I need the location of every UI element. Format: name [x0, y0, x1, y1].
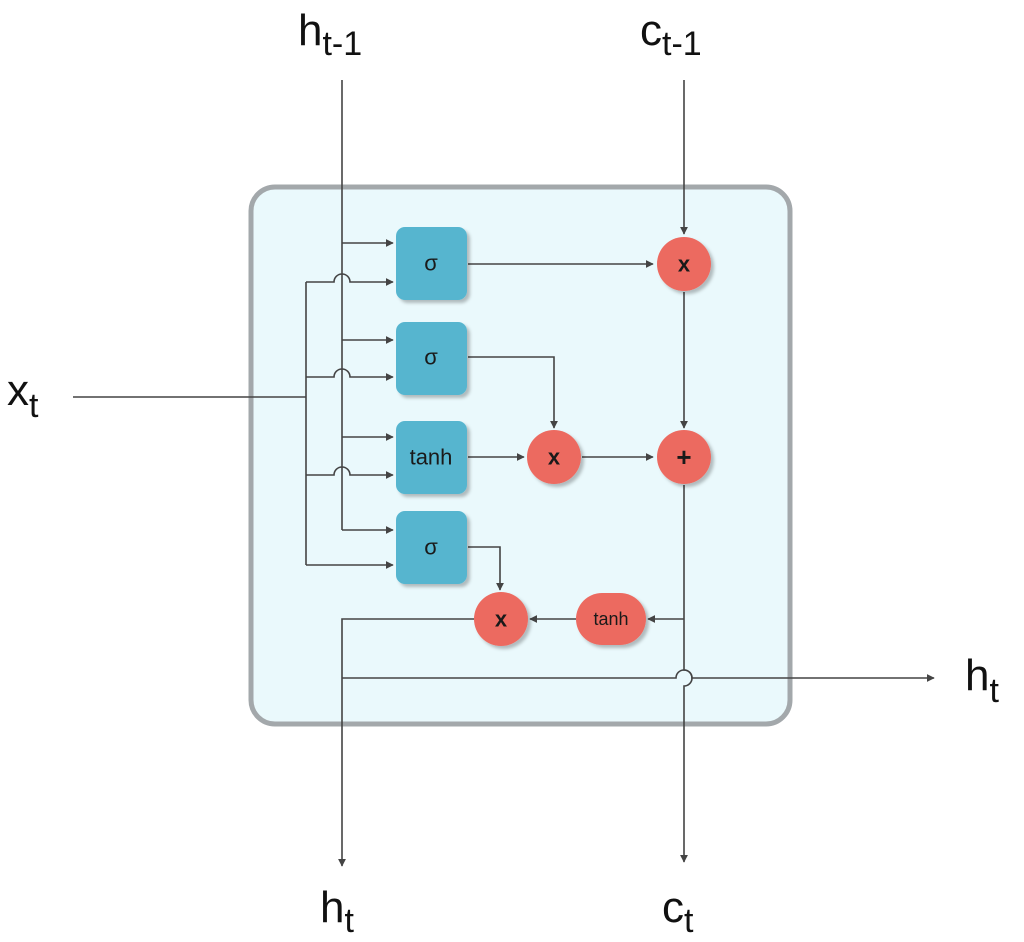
- h-out-wire: [338, 618, 474, 867]
- cell-tanh-node: [576, 593, 646, 645]
- c-prev-label: ct-1: [640, 6, 702, 63]
- h-t-bottom-label: ht: [320, 883, 354, 940]
- x-to-candidate-wire: [306, 466, 394, 479]
- forget-multiply-node: [657, 237, 711, 291]
- output-gate: [396, 511, 467, 584]
- candidate-gate-label: tanh: [410, 445, 453, 470]
- output-multiply-label: x: [495, 607, 508, 632]
- output-multiply-node: [474, 592, 528, 646]
- cell-tanh-label: tanh: [593, 609, 628, 629]
- forget-gate: [396, 227, 467, 300]
- output-to-mul-wire: [468, 546, 504, 591]
- input-gate-label: σ: [424, 345, 438, 370]
- input-multiply-node: [527, 430, 581, 484]
- forget-gate-label: σ: [424, 251, 438, 276]
- cell-add-label: +: [676, 442, 691, 472]
- h-prev-label: ht-1: [298, 6, 362, 63]
- input-gate: [396, 322, 467, 395]
- output-gate-label: σ: [424, 535, 438, 560]
- x-t-label: xt: [7, 366, 39, 425]
- input-multiply-label: x: [548, 445, 561, 470]
- cell-add-node: [657, 430, 711, 484]
- input-to-mul-wire: [468, 356, 558, 429]
- c-t-bottom-label: ct: [662, 883, 694, 940]
- h-out-right-wire: [342, 669, 935, 682]
- x-to-forget-wire: [306, 273, 394, 286]
- candidate-gate: [396, 421, 467, 494]
- x-to-input-wire: [306, 368, 394, 381]
- forget-multiply-label: x: [678, 252, 691, 277]
- h-t-right-label: ht: [965, 651, 999, 710]
